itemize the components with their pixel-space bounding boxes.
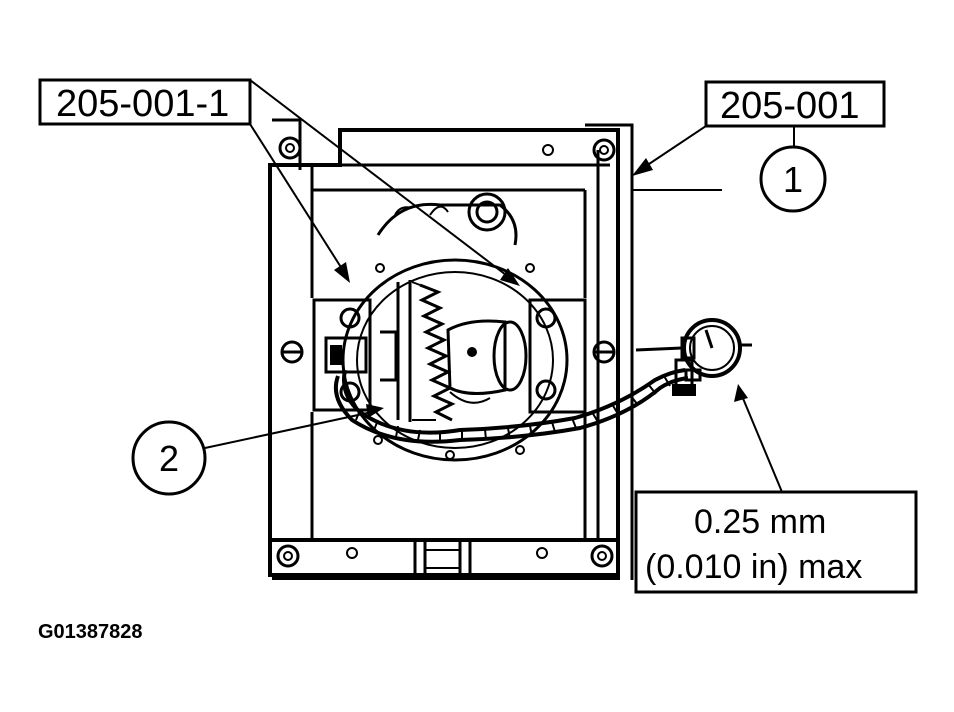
slotted-screw-right [592,340,616,364]
bolt-top-right [592,138,616,162]
bearing-cap-left [312,298,372,412]
slotted-screw-left [280,340,304,364]
leader-line-205-001 [632,125,795,176]
spec-value-imperial: (0.010 in) max [645,548,862,586]
leader-lines-205-001-1 [249,79,520,286]
label-box-205-001: 205-001 [704,80,886,128]
callout-1-number: 1 [783,159,803,200]
holding-fixture-frame [268,118,722,580]
dial-indicator [635,318,752,396]
bolt-top-left [278,136,302,160]
callout-2-number: 2 [159,438,179,479]
ring-gear [396,280,456,422]
callout-1: 1 [759,145,827,213]
differential-case [380,319,528,404]
figure-id: G01387828 [38,621,143,643]
pinion-flange [467,192,507,232]
tool-indicator-label: 205-001 [720,85,859,127]
bolt-bottom-left [276,544,300,568]
spec-box: 0.25 mm (0.010 in) max [634,384,918,594]
tool-bracket-label: 205-001-1 [56,83,229,125]
label-box-205-001-1: 205-001-1 [38,78,252,126]
differential-housing [341,192,569,462]
callout-2: 2 [131,404,384,496]
spec-value-metric: 0.25 mm [694,503,826,541]
fixture-bolts [276,136,616,568]
bearing-cap-right [528,298,587,414]
bolt-bottom-right [590,544,614,568]
